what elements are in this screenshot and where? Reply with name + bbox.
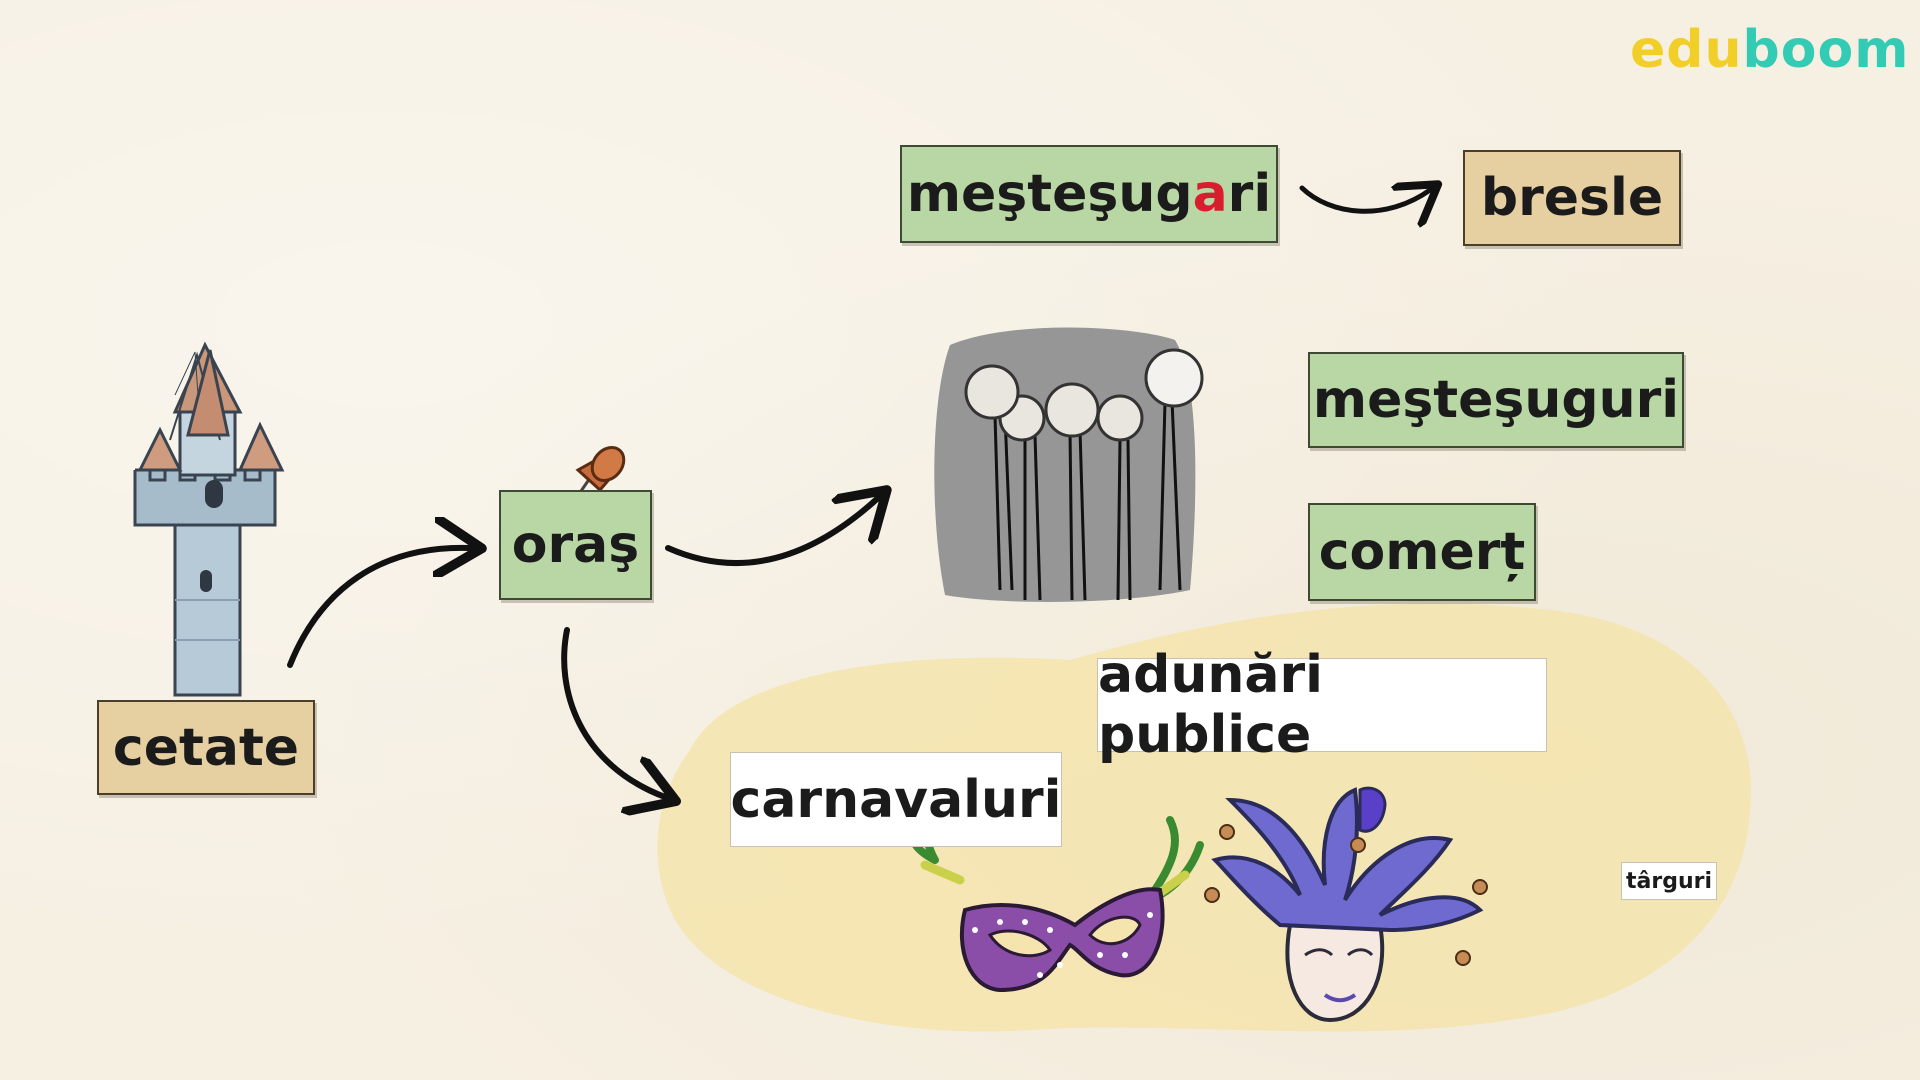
tag-mestesugari-accent: a bbox=[1192, 164, 1228, 224]
logo-boom: boom bbox=[1742, 20, 1910, 80]
arrow-mestesugari-bresle bbox=[1299, 188, 1430, 211]
tag-mestesugari-part3: ri bbox=[1227, 164, 1272, 224]
arrow-cetate-oras bbox=[287, 548, 470, 668]
tag-mestesuguri: meşteşuguri bbox=[1308, 352, 1684, 448]
tag-targuri-label: târguri bbox=[1625, 868, 1712, 894]
tag-cetate-label: cetate bbox=[112, 717, 300, 778]
tag-oras-label: oraş bbox=[511, 515, 640, 575]
jester-mask-icon bbox=[1204, 786, 1488, 1023]
tag-oras: oraş bbox=[499, 490, 652, 600]
eduboom-logo: eduboom bbox=[1630, 20, 1909, 80]
arrow-oras-carnaval bbox=[561, 627, 665, 797]
arrow-oras-crowd bbox=[665, 498, 878, 567]
tag-adunari-publice: adunări publice bbox=[1097, 645, 1547, 765]
crowd-icon bbox=[934, 327, 1204, 602]
tag-bresle-label: bresle bbox=[1480, 168, 1664, 228]
tag-adunari-label: adunări publice bbox=[1098, 645, 1323, 765]
tag-bresle: bresle bbox=[1463, 150, 1681, 246]
tag-carnavaluri-label: carnavaluri bbox=[730, 769, 1062, 830]
castle-icon bbox=[133, 341, 285, 697]
tag-mestesuguri-label: meşteşuguri bbox=[1312, 370, 1680, 430]
logo-edu: edu bbox=[1630, 20, 1743, 80]
tag-targuri: târguri bbox=[1621, 862, 1717, 900]
tag-cetate: cetate bbox=[97, 700, 315, 795]
tag-comert: comerț bbox=[1308, 503, 1536, 601]
tag-comert-label: comerț bbox=[1318, 522, 1526, 582]
tag-carnavaluri: carnavaluri bbox=[730, 752, 1062, 847]
tag-mestesugari-part1: meşteşug bbox=[906, 164, 1193, 224]
eye-mask-icon bbox=[907, 796, 1204, 993]
